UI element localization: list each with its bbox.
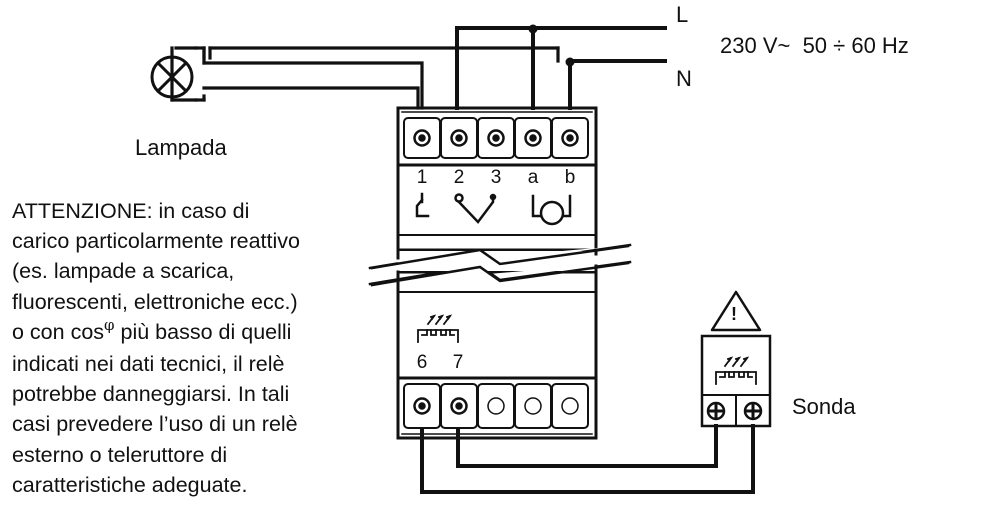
probe-body [700,334,772,428]
lamp-symbol [150,55,194,99]
lamp-label: Lampada [135,135,227,160]
warning-note-line: ATTENZIONE: in caso di [12,199,250,223]
warning-note-line: fluorescenti, elettroniche ecc.) [12,289,298,314]
top-terminal-label-2: 2 [453,167,465,188]
line-label: L [676,2,689,27]
warning-note-line-cosphi: o con cosφ più basso di quelli [12,315,372,349]
neutral-label: N [676,66,692,91]
bottom-terminal-label-7: 7 [452,352,464,373]
relay-contact-symbol [415,192,497,224]
motor-symbol [531,194,572,226]
top-terminal-label-1: 1 [416,167,428,188]
neutral-junction-dot [565,57,575,67]
warning-note-line: potrebbe danneggiarsi. In tali [12,382,290,407]
warning-note: ATTENZIONE: in caso di carico particolar… [12,196,372,500]
probe-wires [420,424,755,494]
line-wire [455,26,667,110]
top-terminal-screws [413,129,579,147]
probe-label: Sonda [792,394,856,419]
line-junction-dot [528,24,538,34]
lamp-wires [170,46,560,110]
warning-note-line: carico particolarmente reattivo [12,229,300,254]
bottom-terminal-block [403,383,589,429]
warning-note-line: indicati nei dati tecnici, il relè [12,352,285,377]
warning-note-line: caratteristiche adeguate. [12,472,248,497]
probe-sensor-symbol [715,356,757,385]
warning-triangle-icon [710,290,762,332]
neutral-wire [568,59,667,110]
cos-text: o con cos [12,319,105,344]
bottom-empty-terminals [487,397,579,415]
supply-wires [455,26,667,110]
supply-voltage-text: 230 V~ 50 ÷ 60 Hz [720,33,909,58]
warning-note-line: esterno o teleruttore di [12,442,228,467]
warning-exclamation: ! [731,304,737,324]
probe-terminal-screws [706,401,763,421]
phi-symbol: φ [104,315,115,334]
top-terminal-label-b: b [564,167,576,188]
top-terminal-label-3: 3 [490,167,502,188]
bottom-terminal-label-6: 6 [416,352,428,373]
device-sensor-symbol [417,314,459,343]
top-terminal-block [403,117,589,159]
warning-note-line: casi prevedere l’uso di un relè [12,412,298,437]
warning-note-line: (es. lampade a scarica, [12,259,235,284]
cos-rest-text: più basso di quelli [114,319,292,344]
top-terminal-label-a: a [527,167,539,188]
bottom-terminal-screws [413,397,468,415]
